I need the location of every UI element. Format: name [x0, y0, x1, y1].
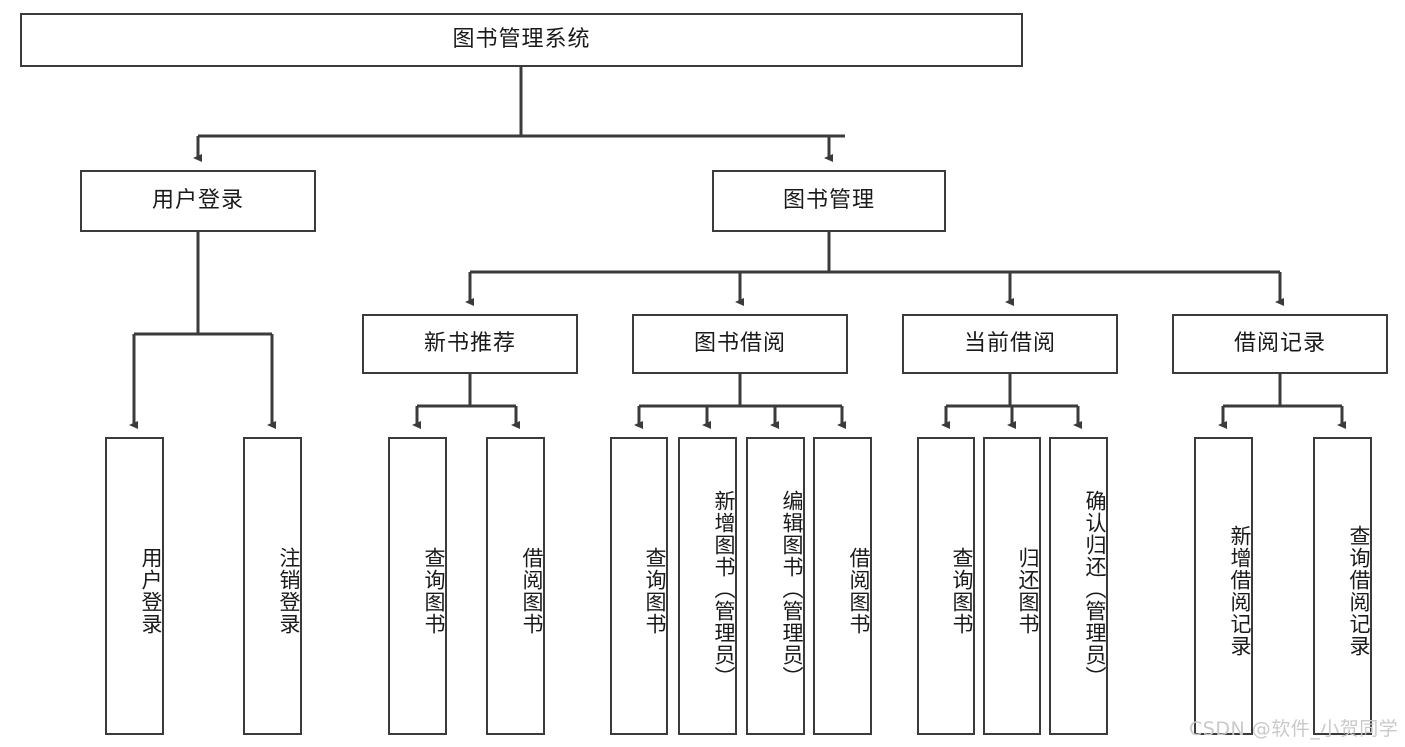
node-leaf-user-login[interactable]: 用户登录	[105, 437, 164, 735]
node-root[interactable]: 图书管理系统	[20, 13, 1023, 67]
node-book-manage[interactable]: 图书管理	[712, 170, 946, 232]
node-leaf-query-borrow-record[interactable]: 查询借阅记录	[1313, 437, 1372, 735]
node-leaf-add-borrow-record[interactable]: 新增借阅记录	[1194, 437, 1253, 735]
node-leaf-confirm-return-admin[interactable]: 确认归还（管理员）	[1049, 437, 1108, 735]
node-leaf-query-book-borrow[interactable]: 查询图书	[610, 437, 668, 735]
node-leaf-borrow-book-recommend[interactable]: 借阅图书	[486, 437, 545, 735]
node-leaf-query-book-recommend[interactable]: 查询图书	[388, 437, 447, 735]
node-leaf-add-book-admin[interactable]: 新增图书（管理员）	[678, 437, 737, 735]
node-borrow-record[interactable]: 借阅记录	[1172, 314, 1388, 374]
csdn-watermark: CSDN @软件_小贺同学	[1189, 718, 1399, 740]
node-leaf-user-logout[interactable]: 注销登录	[243, 437, 302, 735]
node-leaf-query-book-current[interactable]: 查询图书	[917, 437, 975, 735]
node-book-borrow[interactable]: 图书借阅	[632, 314, 848, 374]
node-user-login[interactable]: 用户登录	[80, 170, 316, 232]
node-leaf-borrow-book[interactable]: 借阅图书	[813, 437, 872, 735]
node-leaf-edit-book-admin[interactable]: 编辑图书（管理员）	[746, 437, 805, 735]
node-leaf-return-book[interactable]: 归还图书	[983, 437, 1041, 735]
node-current-borrow[interactable]: 当前借阅	[902, 314, 1118, 374]
node-new-book-recommend[interactable]: 新书推荐	[362, 314, 578, 374]
